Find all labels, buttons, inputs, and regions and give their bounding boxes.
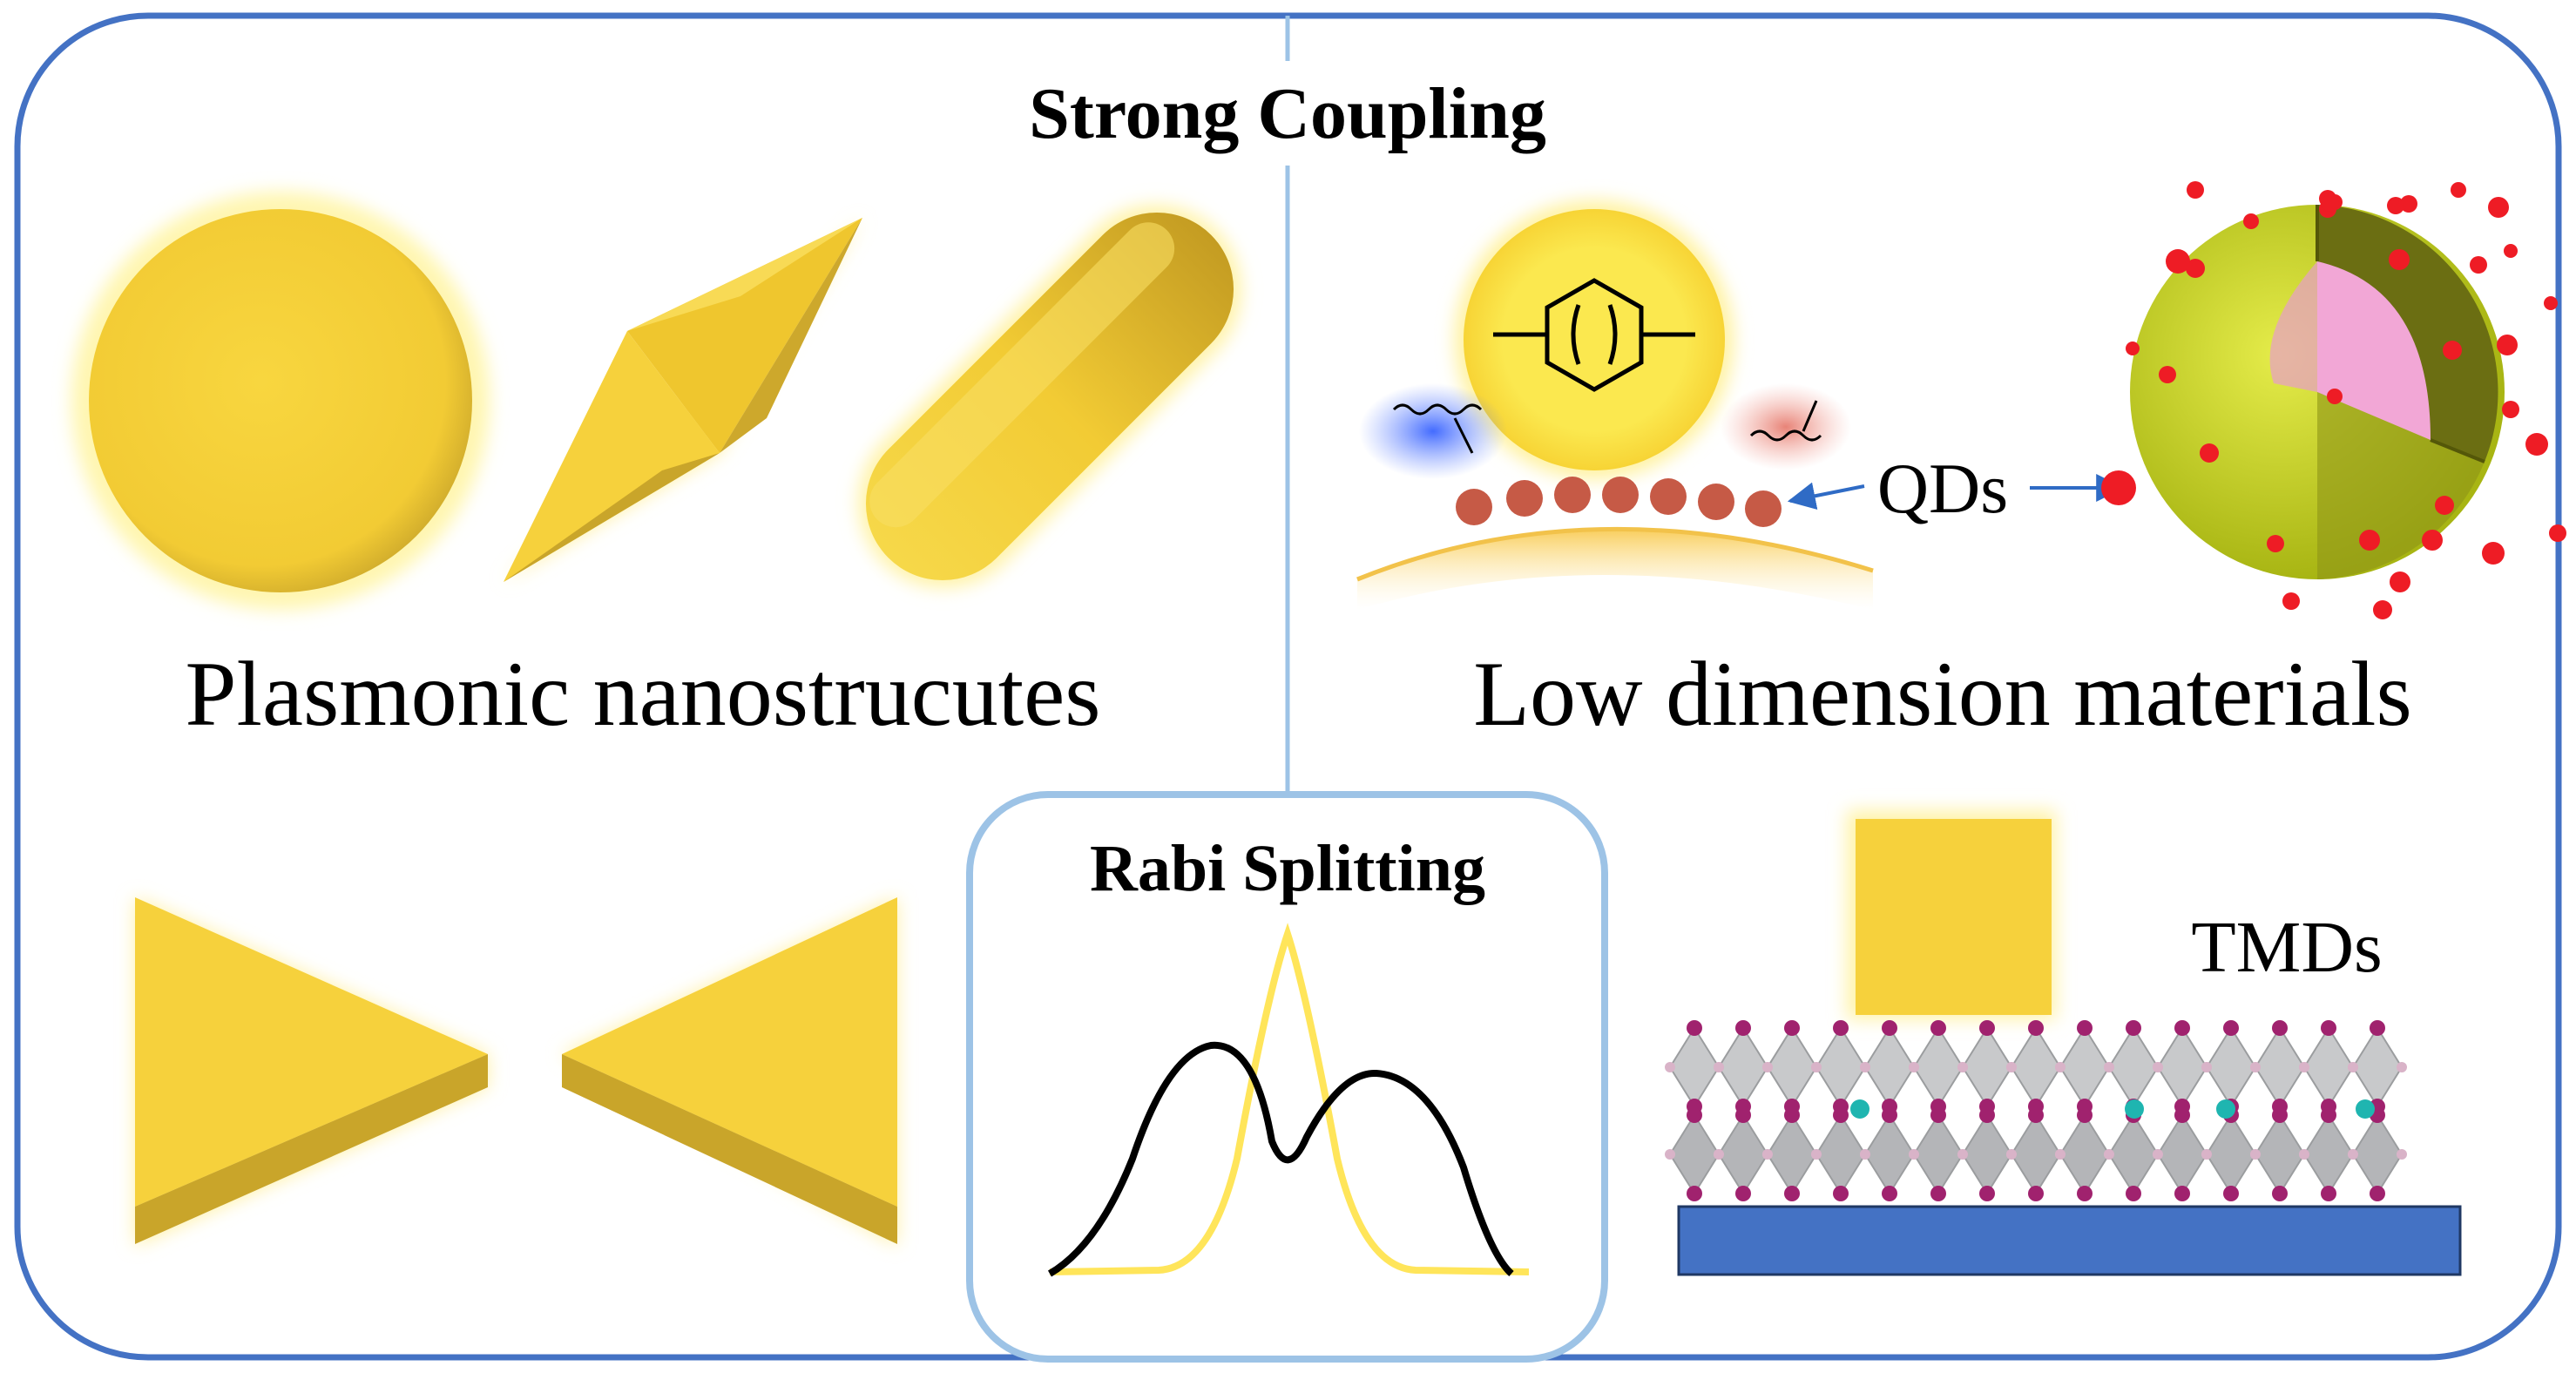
molecule-nanoparticle-icon bbox=[1356, 200, 1874, 610]
ligand-dots bbox=[2101, 181, 2566, 619]
photon-wave-icon-emitted bbox=[1721, 383, 1851, 470]
core-shell-quantum-dot-icon bbox=[2130, 205, 2505, 579]
tmd-substrate bbox=[1677, 1205, 2462, 1276]
gold-bipyramid-icon bbox=[504, 218, 862, 582]
split-peak-curve bbox=[1047, 1041, 1514, 1277]
gold-nanocube-icon bbox=[1847, 810, 2056, 1019]
photon-wave-icon bbox=[1359, 383, 1507, 479]
low-dimension-label: Low dimension materials bbox=[1473, 643, 2411, 745]
rabi-title: Rabi Splitting bbox=[1090, 832, 1485, 905]
gold-nanorod-icon bbox=[858, 205, 1241, 588]
tmd-lattice-icon bbox=[1665, 1020, 2407, 1201]
single-peak-curve bbox=[1049, 923, 1530, 1275]
tmds-label: TMDs bbox=[2191, 907, 2382, 988]
qds-label: QDs bbox=[1877, 449, 2008, 528]
page-title: Strong Coupling bbox=[1029, 73, 1546, 154]
rabi-panel bbox=[966, 791, 1608, 1363]
gold-bowtie-icon bbox=[135, 897, 897, 1246]
gold-nanosphere-icon bbox=[71, 192, 490, 610]
qds-arrow-left bbox=[1787, 482, 1865, 511]
plasmonic-label: Plasmonic nanostrucutes bbox=[186, 643, 1101, 745]
